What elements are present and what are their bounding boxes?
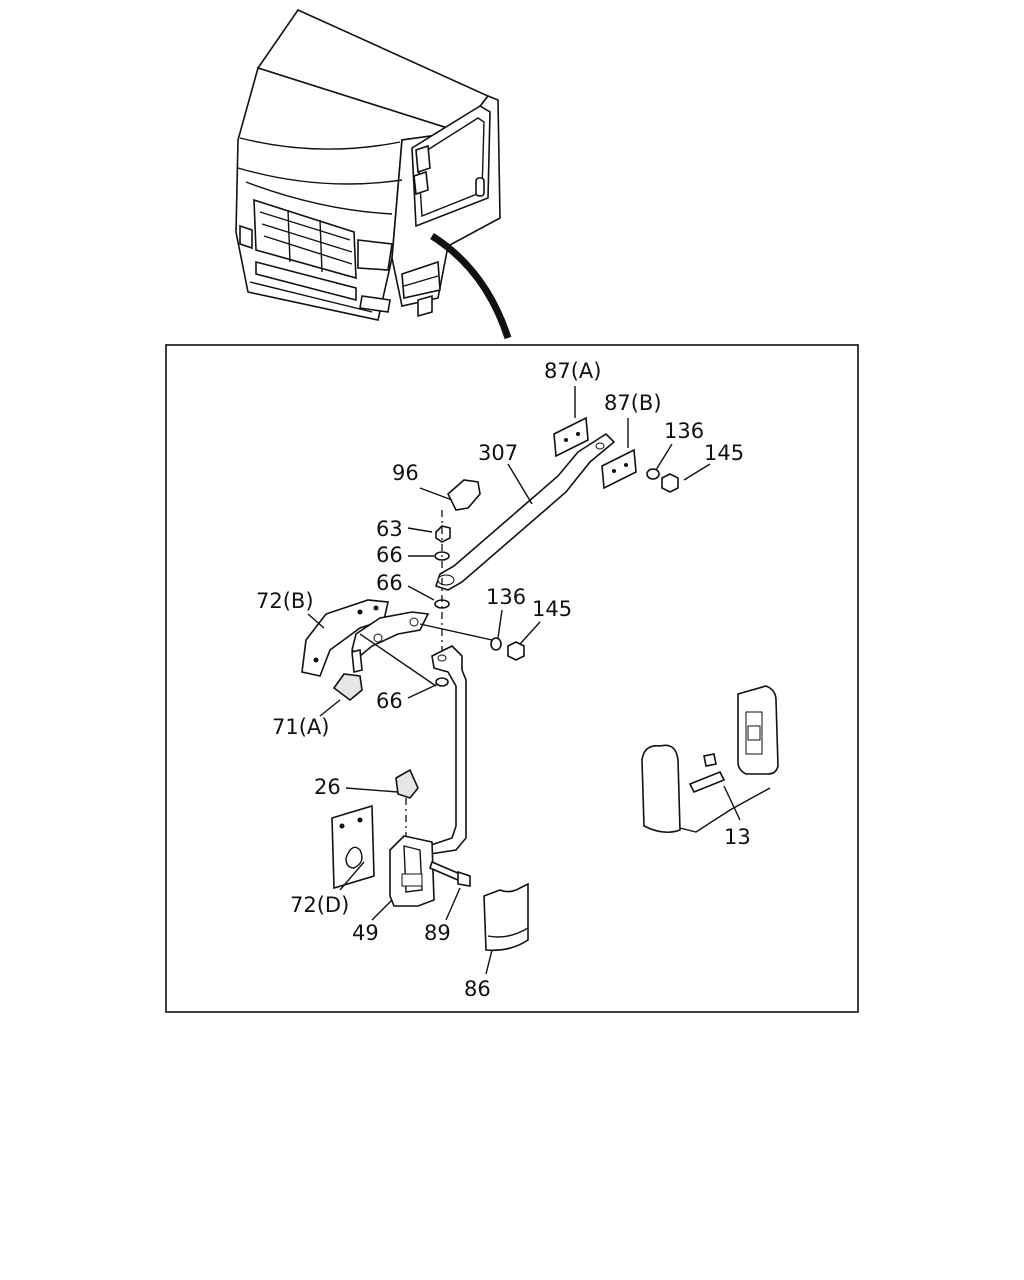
label-145-top: 145 [704, 441, 744, 465]
bolt-89 [429, 860, 461, 882]
label-136-lower: 136 [486, 585, 526, 609]
washer-136-lower [490, 637, 502, 651]
parts-drawing [301, 416, 779, 952]
label-87a: 87(A) [544, 359, 601, 383]
upper-bracket [351, 611, 430, 658]
stay-arm-307 [434, 432, 616, 591]
label-89: 89 [424, 921, 451, 945]
label-49: 49 [352, 921, 379, 945]
label-66-b: 66 [376, 571, 403, 595]
nut-145-lower [507, 641, 525, 661]
truck-cab-illustration [235, 8, 512, 340]
nut-145-top [661, 473, 679, 493]
part-labels: 87(A) 87(B) 136 145 307 96 63 66 66 72(B… [256, 359, 751, 1001]
mirror-housing [641, 744, 681, 834]
label-63: 63 [376, 517, 403, 541]
label-136-top: 136 [664, 419, 704, 443]
washer-66-c [435, 677, 449, 687]
label-66-c: 66 [376, 689, 403, 713]
clamp-96 [447, 479, 481, 511]
label-26: 26 [314, 775, 341, 799]
cover-86 [483, 882, 529, 952]
plate-87b [601, 448, 637, 490]
washer-136-top [646, 468, 660, 480]
main-stay [427, 645, 467, 855]
label-307: 307 [478, 441, 518, 465]
label-96: 96 [392, 461, 419, 485]
knob-71a [332, 673, 363, 702]
label-87b: 87(B) [604, 391, 662, 415]
plate-87a [553, 416, 589, 458]
detail-frame [165, 344, 859, 1013]
label-66-a: 66 [376, 543, 403, 567]
plate-72b [301, 599, 389, 677]
leader-lines [307, 386, 741, 975]
label-72b: 72(B) [256, 589, 314, 613]
nut-63 [435, 525, 451, 543]
label-71a: 71(A) [272, 715, 329, 739]
clip-26 [395, 768, 419, 799]
label-145-lower: 145 [532, 597, 572, 621]
label-72d: 72(D) [290, 893, 349, 917]
base-bracket-49 [389, 835, 435, 907]
label-86: 86 [464, 977, 491, 1001]
label-13: 13 [724, 825, 751, 849]
